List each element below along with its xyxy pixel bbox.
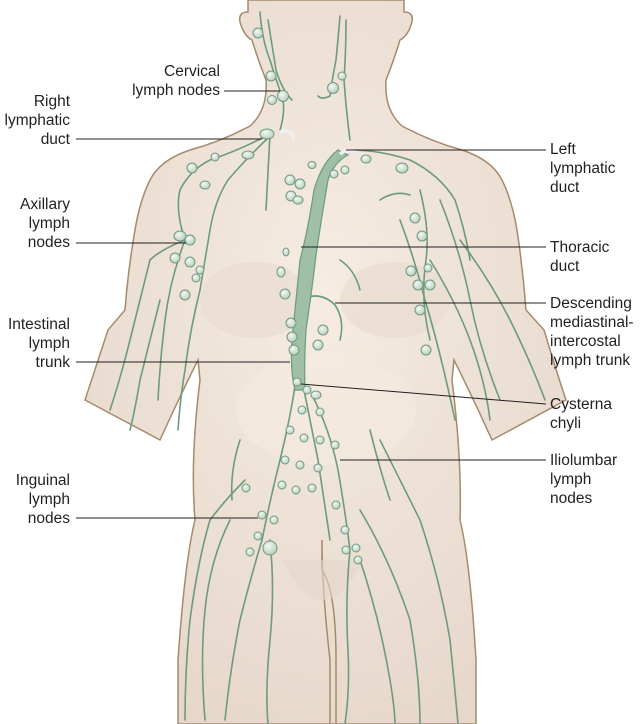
label-iliolumbar-lymph-nodes: Iliolumbar lymph nodes — [550, 452, 618, 507]
lymph-nodes — [169, 27, 436, 565]
label-right-lymphatic-duct: Right lymphatic duct — [4, 93, 70, 148]
label-descending-mediastinal-intercostal-trunk: Descending mediastinal- intercostal lymp… — [550, 295, 634, 369]
label-cervical-lymph-nodes: Cervical lymph nodes — [132, 63, 220, 99]
label-axillary-lymph-nodes: Axillary lymph nodes — [20, 196, 70, 251]
label-thoracic-duct: Thoracic duct — [550, 239, 610, 275]
leader-lines — [76, 90, 547, 519]
label-intestinal-lymph-trunk: Intestinal lymph trunk — [7, 316, 70, 371]
right-lymphatic-duct-terminal — [279, 129, 296, 141]
label-cysterna-chyli: Cysterna chyli — [550, 396, 613, 432]
label-inguinal-lymph-nodes: Inguinal lymph nodes — [15, 472, 70, 527]
label-left-lymphatic-duct: Left lymphatic duct — [550, 141, 616, 196]
